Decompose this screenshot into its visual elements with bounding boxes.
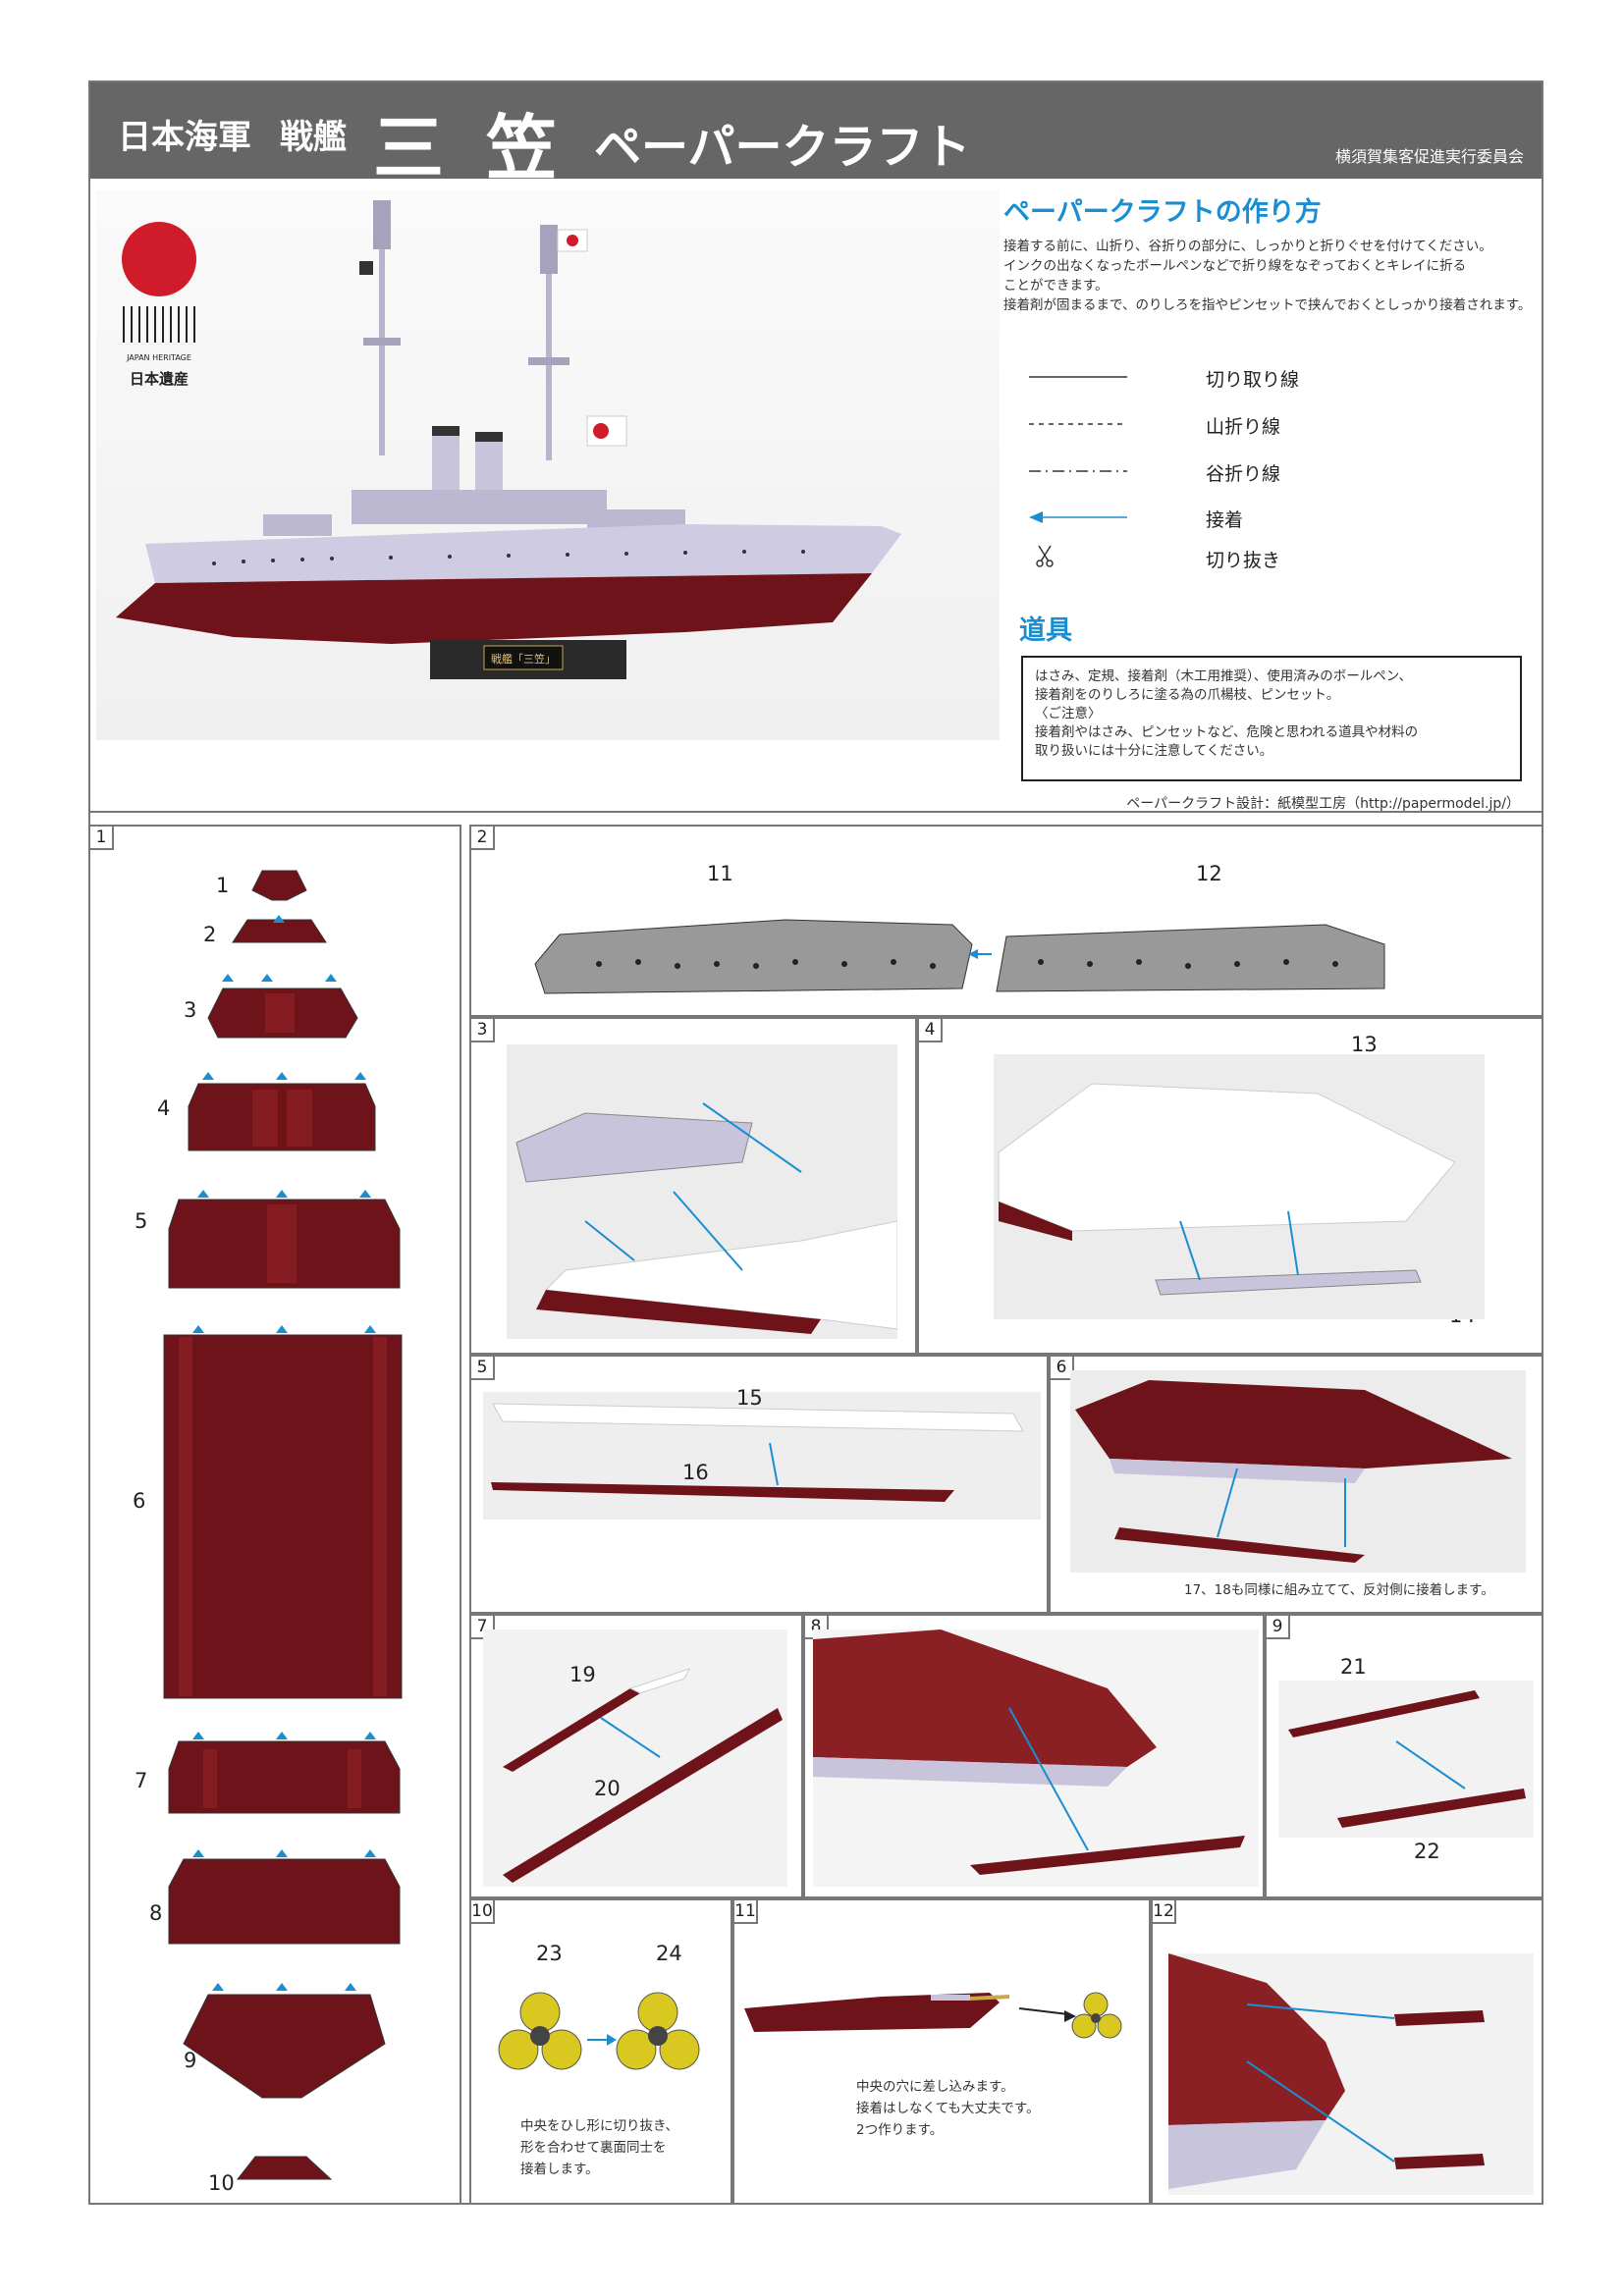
panel-number: 11	[734, 1900, 758, 1924]
step-6-photo	[1070, 1370, 1526, 1573]
part-label-3: 3	[184, 998, 197, 1022]
battleship-illustration: 戦艦「三笠」	[116, 200, 901, 679]
tools-line1: はさみ、定規、接着剤（木工用推奨）、使用済みのボールペン、	[1035, 668, 1412, 684]
step-panel-12: 12	[1151, 1898, 1543, 2205]
panel-number: 5	[471, 1357, 495, 1380]
step-11-note-3: 2つ作ります。	[856, 2122, 944, 2138]
part-label-24: 24	[656, 1942, 682, 1965]
howto-line4: 接着剤が固まるまで、のりしろを指やピンセットで挟んでおくとしっかり接着されます。	[1003, 297, 1532, 313]
step-panel-1: 1	[88, 825, 461, 2205]
step-panel-6: 6 17、18も同様に組み立てて、反対側に接着します。	[1049, 1355, 1543, 1614]
step-panel-4: 4 13 14	[917, 1017, 1543, 1355]
part-label-22: 22	[1414, 1840, 1440, 1863]
upper-section: 戦艦「三笠」 JAPAN HERITAGE	[88, 179, 1543, 813]
title-mi: 三	[373, 107, 447, 189]
panel-number: 3	[471, 1019, 495, 1042]
legend-glue-label: 接着	[1206, 509, 1244, 531]
step-panel-8: 8	[803, 1614, 1265, 1898]
step-panel-10: 10 23 24 中央をひし形に切り抜き、 形を合わせて裏面同士を 接着します。	[469, 1898, 732, 2205]
step-panel-11: 11 中央の穴に差し込みます。 接着はしなくても大丈夫です。 2つ作ります。	[732, 1898, 1151, 2205]
propeller-parts-diagram	[498, 1992, 700, 2070]
part-label-10: 10	[208, 2171, 235, 2195]
part-label-12: 12	[1196, 862, 1222, 885]
part-label-20: 20	[594, 1777, 621, 1800]
howto-line3: ことができます。	[1003, 278, 1109, 294]
legend-valley-label: 谷折り線	[1206, 463, 1281, 485]
step-6-note: 17、18も同様に組み立てて、反対側に接着します。	[1184, 1582, 1494, 1598]
step-4-photo	[994, 1054, 1485, 1319]
step-11-note-1: 中央の穴に差し込みます。	[856, 2079, 1014, 2095]
tools-line3: 〈ご注意〉	[1035, 706, 1102, 721]
step-panel-3: 3	[469, 1017, 917, 1355]
part-label-8: 8	[149, 1901, 163, 1925]
panel-number: 1	[90, 827, 114, 850]
step-10-note-2: 形を合わせて裏面同士を	[520, 2140, 667, 2156]
design-credit: ペーパークラフト設計：紙模型工房（http://papermodel.jp/）	[1126, 796, 1520, 812]
ship-photo: 戦艦「三笠」 JAPAN HERITAGE	[96, 190, 1000, 740]
step-12-photo	[1168, 1953, 1534, 2195]
part-label-4: 4	[157, 1096, 171, 1120]
side-wall-diagram	[534, 919, 1385, 994]
title-battleship: 戦艦	[280, 118, 347, 157]
part-label-21: 21	[1340, 1655, 1367, 1679]
panel-number: 9	[1267, 1616, 1290, 1639]
legend-mountain-label: 山折り線	[1206, 416, 1281, 438]
tools-box: はさみ、定規、接着剤（木工用推奨）、使用済みのボールペン、 接着剤をのりしろに塗…	[1021, 656, 1522, 781]
part-label-13: 13	[1351, 1033, 1378, 1056]
tools-line2: 接着剤をのりしろに塗る為の爪楊枝、ピンセット。	[1035, 687, 1340, 703]
step-9-photo	[1278, 1681, 1534, 1838]
panel-number: 2	[471, 827, 495, 850]
tools-line5: 取り扱いには十分に注意してください。	[1035, 743, 1273, 759]
step-5-photo	[483, 1392, 1041, 1520]
step-panel-5: 5 15 16	[469, 1355, 1049, 1614]
instructions: ペーパークラフトの作り方 接着する前に、山折り、谷折りの部分に、しっかりと折りぐ…	[1003, 190, 1534, 315]
organization-name: 横須賀集客促進実行委員会	[1334, 147, 1524, 166]
part-label-16: 16	[682, 1461, 709, 1484]
part-label-23: 23	[536, 1942, 563, 1965]
part-label-2: 2	[203, 923, 217, 946]
part-label-15: 15	[736, 1386, 763, 1410]
ship-nameplate: 戦艦「三笠」	[491, 652, 556, 666]
title-navy: 日本海軍	[118, 118, 251, 157]
step-10-note-1: 中央をひし形に切り抜き、	[520, 2118, 679, 2134]
panel-number: 4	[919, 1019, 943, 1042]
legend-cutout-label: 切り抜き	[1206, 550, 1281, 571]
howto-heading: ペーパークラフトの作り方	[1003, 197, 1322, 228]
part-label-1: 1	[216, 874, 230, 897]
part-label-6: 6	[133, 1489, 146, 1513]
step-panel-9: 9 21 22	[1265, 1614, 1543, 1898]
step-3-photo	[507, 1044, 898, 1339]
step-8-photo	[813, 1629, 1259, 1887]
step-10-note-3: 接着します。	[520, 2162, 599, 2177]
step-11-note-2: 接着はしなくても大丈夫です。	[856, 2101, 1040, 2116]
part-label-11: 11	[707, 862, 733, 885]
howto-line1: 接着する前に、山折り、谷折りの部分に、しっかりと折りぐせを付けてください。	[1003, 239, 1492, 254]
hull-parts-diagram	[163, 870, 403, 2180]
propeller-assembly-diagram	[744, 1992, 1122, 2039]
heritage-logo-text: JAPAN HERITAGE	[127, 353, 191, 362]
tools-heading: 道具	[1019, 615, 1072, 646]
legend-list: 切り取り線 山折り線 谷折り線 接着 切り抜き	[1029, 365, 1530, 571]
legend-cut-label: 切り取り線	[1206, 369, 1300, 391]
part-label-9: 9	[184, 2049, 197, 2072]
step-7-photo	[483, 1629, 787, 1887]
howto-line2: インクの出なくなったボールペンなどで折り線をなぞっておくとキレイに折る	[1003, 258, 1467, 274]
scissors-icon	[1036, 545, 1054, 567]
panel-number: 10	[471, 1900, 495, 1924]
header-bar: 日本海軍 戦艦 三 笠 ペーパークラフト 横須賀集客促進実行委員会	[88, 80, 1543, 189]
title-papercraft: ペーパークラフト	[594, 120, 971, 175]
part-label-19: 19	[569, 1663, 596, 1686]
tools-line4: 接着剤やはさみ、ピンセットなど、危険と思われる道具や材料の	[1035, 724, 1419, 740]
legend-line-samples	[1029, 376, 1127, 523]
title-kasa: 笠	[486, 107, 558, 189]
part-label-5: 5	[135, 1209, 148, 1233]
step-panel-7: 7 19 20	[469, 1614, 803, 1898]
panel-number: 12	[1153, 1900, 1176, 1924]
japan-heritage-logo: JAPAN HERITAGE 日本遺産	[110, 220, 208, 406]
heritage-label: 日本遺産	[129, 370, 189, 388]
step-panel-2: 2 11 12	[469, 825, 1543, 1017]
part-label-7: 7	[135, 1769, 148, 1792]
